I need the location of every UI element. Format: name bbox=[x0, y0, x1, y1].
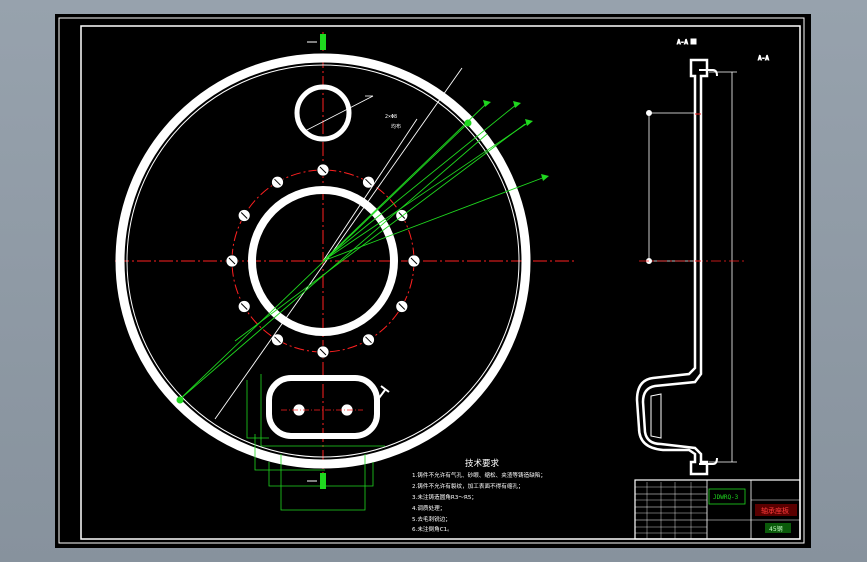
front-view: 2×Φ8 均布 bbox=[115, 32, 575, 511]
outer-rim bbox=[115, 53, 531, 469]
svg-text:A-A: A-A bbox=[758, 55, 769, 62]
cad-drawing: 2×Φ8 均布 bbox=[58, 17, 805, 544]
tech-requirement-item: 3.未注铸造圆角R3～R5； bbox=[412, 493, 477, 501]
svg-text:均布: 均布 bbox=[391, 123, 401, 130]
outer-rim-inner-line bbox=[126, 64, 520, 458]
tech-requirement-item: 5.去毛刺锐边； bbox=[412, 515, 451, 523]
tech-requirement-item: 6.未注倒角C1。 bbox=[412, 525, 453, 533]
section-marker-top bbox=[320, 34, 326, 50]
dimension-lines bbox=[178, 102, 546, 401]
svg-text:2×Φ8: 2×Φ8 bbox=[385, 114, 397, 120]
drawing-number: JDWRQ-3 bbox=[713, 494, 739, 501]
title-block: JDWRQ-3 轴承座板 45钢 bbox=[634, 479, 801, 540]
bottom-slot bbox=[266, 375, 380, 439]
drawing-sheet[interactable]: 2×Φ8 均布 bbox=[55, 14, 811, 548]
technical-requirements: 技术要求 1.铸件不允许有气孔、砂眼、缩松、夹渣等铸造缺陷； 2.铸件不允许有裂… bbox=[412, 458, 546, 533]
inner-frame bbox=[80, 25, 801, 540]
top-hole bbox=[294, 84, 352, 142]
tech-requirement-item: 2.铸件不允许有裂纹，加工表面不得有缩孔； bbox=[412, 482, 524, 490]
section-view: A-A A-A bbox=[635, 38, 770, 476]
tech-requirement-item: 1.铸件不允许有气孔、砂眼、缩松、夹渣等铸造缺陷； bbox=[412, 471, 546, 479]
part-name: 轴承座板 bbox=[761, 506, 789, 515]
center-bore-ring bbox=[248, 186, 398, 336]
plate-profile bbox=[635, 58, 709, 476]
section-marker-bottom bbox=[320, 473, 326, 489]
svg-text:A-A: A-A bbox=[677, 39, 688, 46]
tech-requirement-item: 4.调质处理； bbox=[412, 504, 445, 512]
outer-frame bbox=[58, 17, 805, 544]
tech-requirements-title: 技术要求 bbox=[465, 458, 500, 469]
material: 45钢 bbox=[769, 525, 783, 533]
